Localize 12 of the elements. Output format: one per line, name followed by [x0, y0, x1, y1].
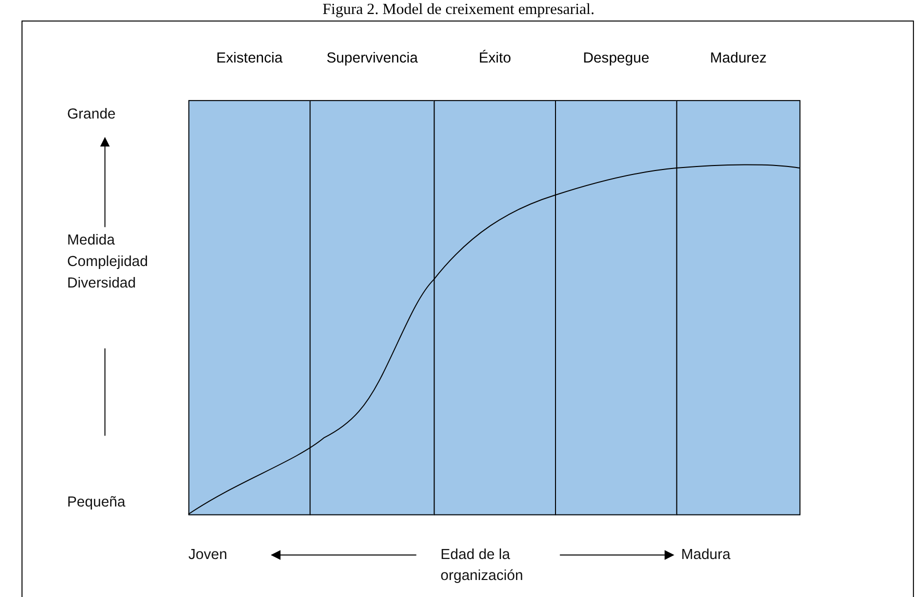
axis-label: Pequeña [67, 492, 126, 512]
figure-title: Figura 2. Model de creixement empresarial. [322, 1, 596, 19]
axis-label: Madura [681, 545, 732, 565]
stage-heading: Despegue [582, 50, 650, 66]
stage-heading: Madurez [709, 50, 768, 66]
axis-label: Grande [67, 104, 117, 124]
stage-heading: Existencia [215, 50, 284, 66]
axis-label: Medida Complejidad Diversidad [67, 231, 149, 294]
stage-heading: Supervivencia [325, 50, 419, 66]
stage-heading: Éxito [478, 50, 512, 66]
axis-label: Edad de la organización [440, 545, 524, 586]
axis-label: Joven [188, 545, 228, 565]
